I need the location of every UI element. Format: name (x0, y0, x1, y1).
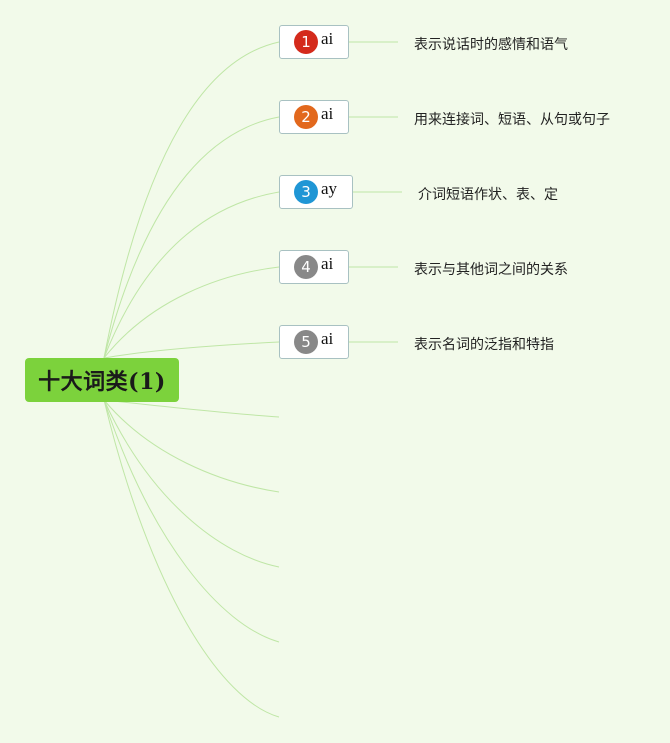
topic-node-2[interactable]: 2 ai (279, 100, 349, 134)
branch-line-8 (103, 399, 280, 568)
topic-description-1: 表示说话时的感情和语气 (414, 37, 568, 53)
branch-line-4 (103, 266, 280, 359)
number-badge-3: 3 (294, 180, 318, 204)
topic-description-2: 用来连接词、短语、从句或句子 (414, 112, 610, 128)
topic-description-3: 介词短语作状、表、定 (418, 187, 558, 203)
topic-description-5: 表示名词的泛指和特指 (414, 337, 554, 353)
branch-line-6 (103, 399, 280, 418)
topic-label-4: ai (321, 254, 334, 273)
topic-node-5[interactable]: 5 ai (279, 325, 349, 359)
number-badge-5: 5 (294, 330, 318, 354)
topic-description-4: 表示与其他词之间的关系 (414, 262, 568, 278)
topic-label-2: ai (321, 104, 334, 123)
branch-line-3 (103, 191, 280, 359)
topic-label-3: ay (321, 179, 338, 198)
branch-line-9 (103, 399, 280, 643)
number-badge-4: 4 (294, 255, 318, 279)
root-topic[interactable]: 十大词类(1) (25, 358, 179, 402)
topic-node-4[interactable]: 4 ai (279, 250, 349, 284)
topic-node-1[interactable]: 1 ai (279, 25, 349, 59)
branch-line-10 (103, 399, 280, 718)
root-topic-title: 十大词类(1) (38, 369, 166, 395)
branch-line-7 (103, 399, 280, 493)
number-badge-1: 1 (294, 30, 318, 54)
topic-node-3[interactable]: 3 ay (279, 175, 353, 209)
branch-line-2 (103, 116, 280, 359)
number-badge-2: 2 (294, 105, 318, 129)
topic-label-1: ai (321, 29, 334, 48)
branch-line-5 (103, 341, 280, 359)
branch-line-1 (103, 41, 280, 359)
topic-label-5: ai (321, 329, 334, 348)
